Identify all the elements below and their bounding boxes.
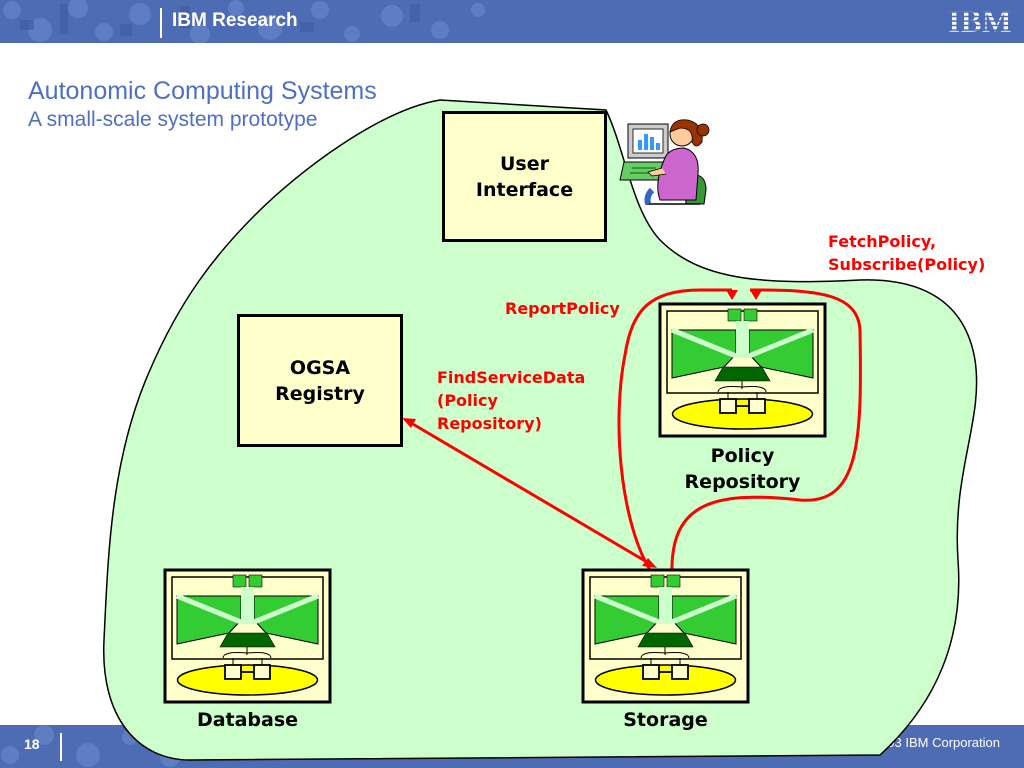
ogsa-registry-box: OGSA Registry	[237, 314, 403, 447]
fetch-policy-arrow	[670, 288, 862, 576]
header-bar: IBM Research IBM	[0, 0, 1024, 43]
policy-arrows	[405, 288, 862, 576]
find-service-data-label: FindServiceData (Policy Repository)	[437, 366, 585, 435]
database-label: Database	[196, 709, 299, 731]
fetch-policy-label-line2: Subscribe(Policy)	[828, 255, 986, 274]
ogsa-registry-label-line2: Registry	[275, 382, 365, 405]
arrowheads	[402, 290, 762, 568]
find-service-data-label-line2: (Policy	[437, 391, 498, 410]
header-divider	[160, 8, 162, 38]
user-interface-box: User Interface	[442, 111, 607, 242]
storage-server-icon	[583, 570, 748, 702]
arrowhead-storage	[642, 558, 657, 568]
header-decorative-pattern	[3, 0, 485, 43]
report-policy-label: ReportPolicy	[505, 299, 620, 318]
policy-repository-label: Policy Repository	[660, 443, 825, 495]
storage-label: Storage	[623, 709, 708, 731]
user-at-computer-icon	[619, 119, 710, 205]
user-interface-label-line1: User	[499, 152, 549, 175]
arrowhead-ogsa	[402, 418, 416, 428]
find-service-data-label-line1: FindServiceData	[437, 368, 586, 387]
ibm-logo-icon: IBM	[944, 6, 1016, 36]
header-title: IBM Research	[172, 10, 298, 31]
fetch-policy-label-line1: FetchPolicy,	[828, 232, 937, 251]
find-service-data-arrow	[405, 418, 653, 567]
policy-repository-label-line1: Policy	[710, 445, 775, 467]
database-server-icon	[165, 570, 330, 702]
slide-title: Autonomic Computing Systems	[28, 77, 377, 105]
arrowhead-policy-repo	[726, 290, 738, 300]
find-service-data-label-line3: Repository)	[437, 414, 542, 433]
user-interface-label-line2: Interface	[475, 178, 574, 201]
footer-decorative-pattern	[1, 725, 219, 767]
fetch-policy-label: FetchPolicy, Subscribe(Policy)	[828, 230, 985, 276]
policy-repository-server-icon	[660, 304, 825, 436]
copyright-text: 003 IBM Corporation	[880, 735, 1000, 750]
arrowhead-policy-repo-right	[750, 290, 762, 300]
page-number: 18	[24, 736, 40, 752]
footer-divider	[60, 733, 62, 761]
ogsa-registry-label-line1: OGSA	[289, 356, 351, 379]
policy-repository-label-line2: Repository	[684, 471, 801, 493]
slide-subtitle: A small-scale system prototype	[28, 108, 318, 131]
report-policy-arrow	[617, 288, 732, 571]
